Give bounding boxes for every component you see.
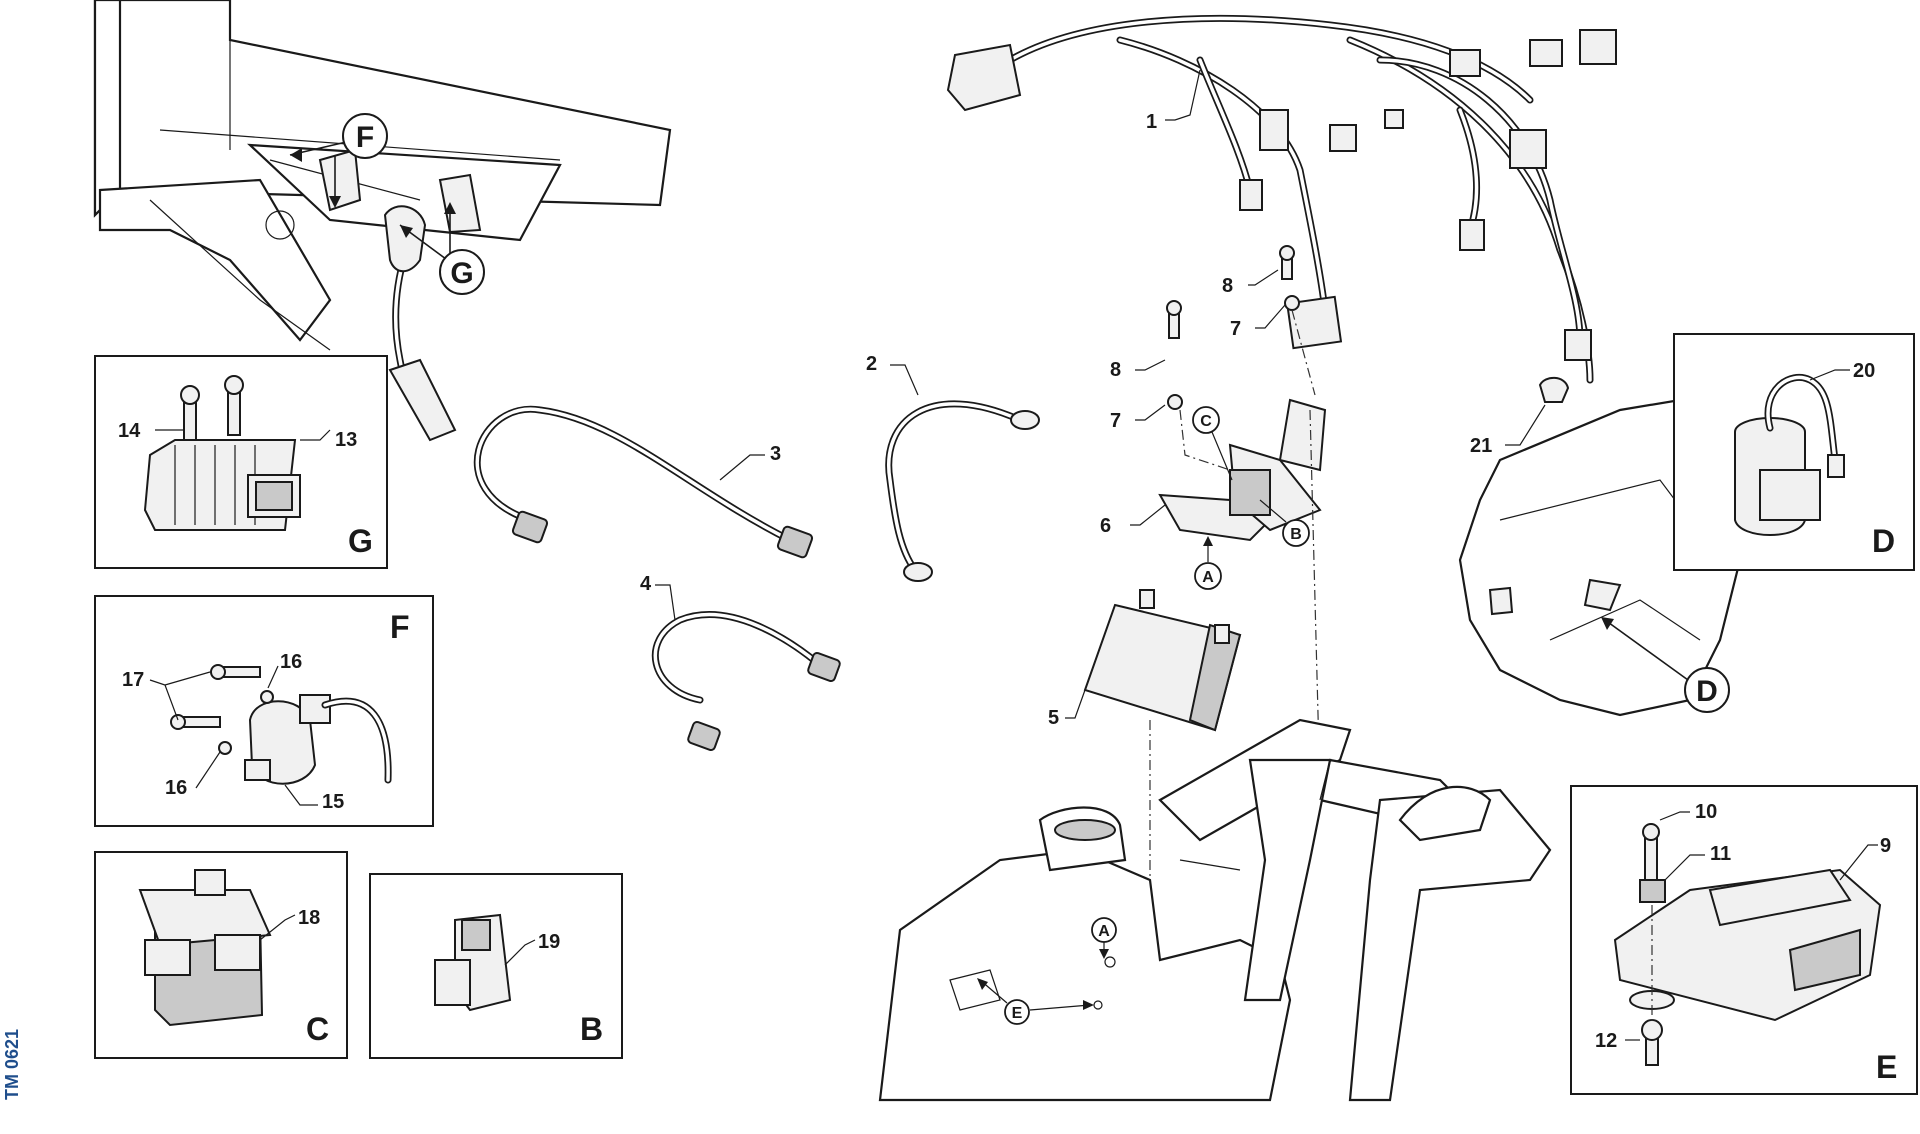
inset-e: 10 11 9 12 E <box>1570 785 1918 1095</box>
callout-7-lower: 7 <box>1110 410 1121 432</box>
detail-marker-a-lower: A <box>1091 917 1117 959</box>
document-id: TM 0621 <box>2 1029 22 1100</box>
battery-5: 5 <box>1048 589 1242 960</box>
inset-b-letter: B <box>580 1011 603 1047</box>
callout-5: 5 <box>1048 707 1059 729</box>
inset-g-letter: G <box>348 523 373 559</box>
part-21: 21 <box>1470 376 1570 457</box>
cable-4: 4 <box>640 573 841 751</box>
callout-10: 10 <box>1695 801 1717 823</box>
callout-16-bottom: 16 <box>165 777 187 799</box>
marker-c-label: C <box>1200 413 1212 430</box>
callout-18: 18 <box>298 907 320 929</box>
marker-d-label: D <box>1696 675 1718 708</box>
inset-c-letter: C <box>306 1011 329 1047</box>
rear-subframe <box>878 718 1552 1102</box>
callout-15: 15 <box>322 791 344 813</box>
inset-d: 20 D <box>1673 333 1915 571</box>
callout-8-upper: 8 <box>1222 275 1233 297</box>
inset-e-letter: E <box>1876 1049 1897 1085</box>
detail-marker-e: E <box>977 978 1094 1025</box>
callout-13: 13 <box>335 429 357 451</box>
marker-b-label: B <box>1290 526 1302 543</box>
rear-mudguard <box>1458 398 1742 717</box>
callout-16-top: 16 <box>280 651 302 673</box>
callout-20: 20 <box>1853 360 1875 382</box>
detail-marker-a: A <box>1194 536 1222 590</box>
inset-c: 18 C <box>94 851 348 1059</box>
detail-marker-b: B <box>1259 499 1310 547</box>
callout-6: 6 <box>1100 515 1111 537</box>
inset-b: 19 B <box>369 873 623 1059</box>
callout-2: 2 <box>866 353 877 375</box>
inset-f-letter: F <box>390 609 410 645</box>
callout-1: 1 <box>1146 111 1157 133</box>
callout-12: 12 <box>1595 1030 1617 1052</box>
marker-e-label: E <box>1012 1005 1023 1022</box>
marker-a-lower-label: A <box>1098 923 1110 940</box>
detail-marker-d: D <box>1601 617 1730 713</box>
inset-d-letter: D <box>1872 523 1895 559</box>
marker-f-label: F <box>356 121 374 154</box>
detail-marker-g: G <box>399 202 485 295</box>
detail-marker-f: F <box>289 113 388 208</box>
callout-14: 14 <box>118 420 141 442</box>
cable-2: 2 <box>866 353 1040 582</box>
marker-g-label: G <box>450 257 473 290</box>
inset-f: 17 16 16 15 F <box>94 595 434 827</box>
callout-3: 3 <box>770 443 781 465</box>
callout-7-upper: 7 <box>1230 318 1241 340</box>
callout-19: 19 <box>538 931 560 953</box>
marker-a-label: A <box>1202 569 1214 586</box>
callout-17: 17 <box>122 669 144 691</box>
wiring-harness-1: 1 <box>946 14 1617 384</box>
callout-21: 21 <box>1470 435 1492 457</box>
frame-assembly <box>93 0 672 442</box>
battery-holder-6: 6 8 7 8 7 <box>1100 245 1327 791</box>
callout-8-lower: 8 <box>1110 359 1121 381</box>
inset-g: 14 13 G <box>94 355 388 569</box>
callout-11: 11 <box>1710 843 1731 865</box>
cable-3: 3 <box>473 405 814 559</box>
callout-4: 4 <box>640 573 652 595</box>
callout-9: 9 <box>1880 835 1891 857</box>
detail-marker-c: C <box>1192 406 1233 481</box>
